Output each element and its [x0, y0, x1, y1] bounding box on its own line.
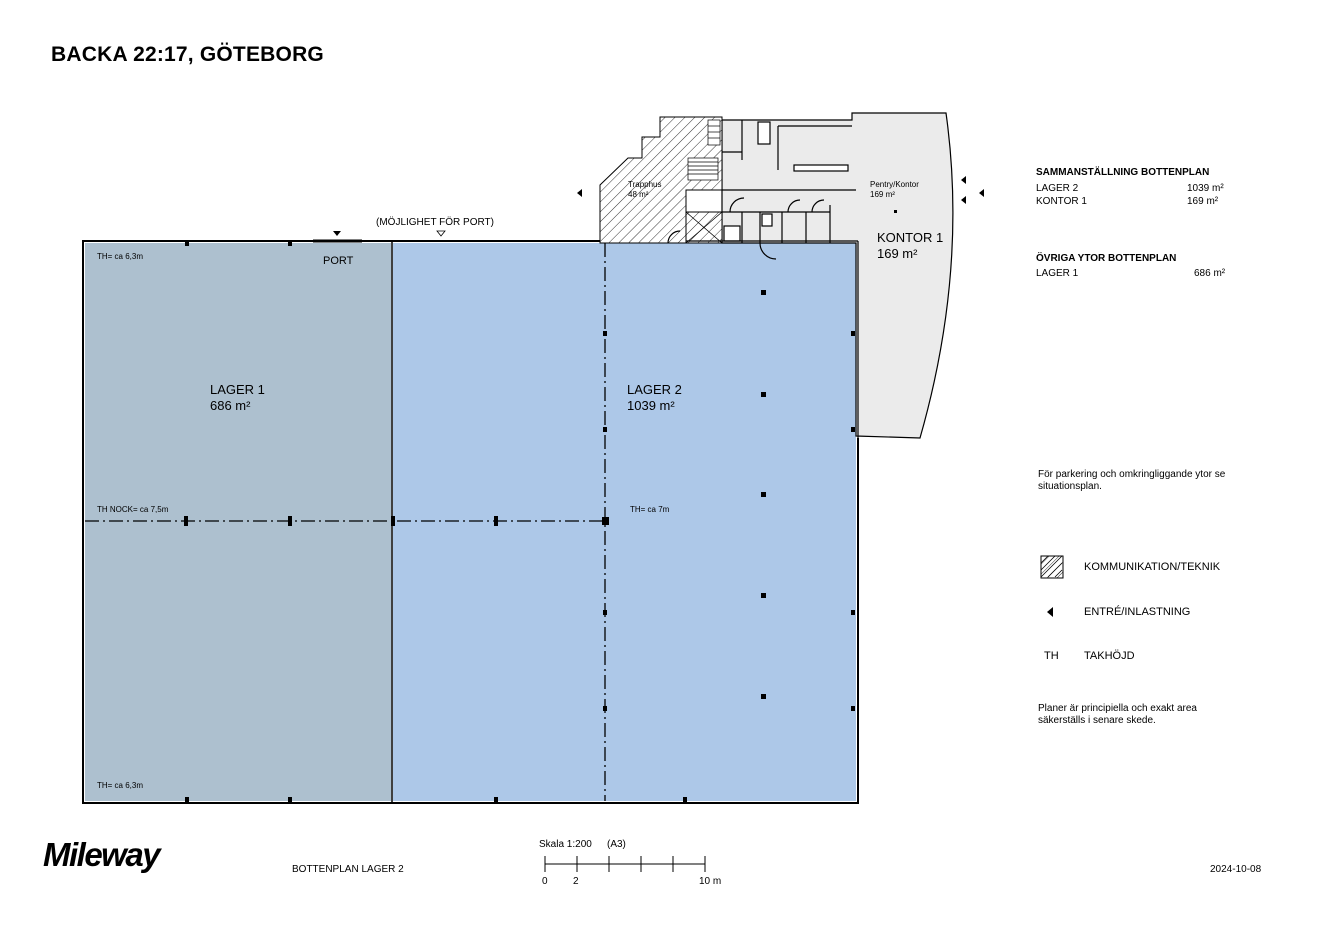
entrance-arrow-icon [577, 189, 582, 197]
entrance-arrow-icon [333, 231, 341, 236]
other-row-label: LAGER 1 [1036, 268, 1079, 279]
disclaimer: Planer är principiella och exakt area sä… [1038, 703, 1197, 726]
stair [687, 119, 721, 181]
plan-name: BOTTENPLAN LAGER 2 [292, 864, 404, 875]
summary-row-label: LAGER 2 [1036, 183, 1079, 194]
legend-label-takhojd: TAKHÖJD [1084, 650, 1135, 662]
columns [184, 210, 897, 802]
th-nock-label: TH NOCK= ca 7,5m [97, 505, 169, 514]
summary-row-value: 169 m² [1187, 196, 1219, 207]
trapphus-area-label: 48 m² [628, 190, 649, 199]
office-walls [667, 120, 856, 260]
scale-bar [544, 856, 706, 872]
entrance-arrow-icon [979, 189, 984, 197]
legend-symbol-th: TH [1044, 650, 1059, 662]
other-heading: ÖVRIGA YTOR BOTTENPLAN [1036, 253, 1177, 264]
parking-note: För parkering och omkringliggande ytor s… [1038, 469, 1226, 492]
lager2-area [393, 243, 856, 801]
paper-label: (A3) [607, 839, 626, 850]
page-title: BACKA 22:17, GÖTEBORG [51, 43, 324, 66]
other-row-value: 686 m² [1194, 268, 1226, 279]
lager1-area-label: 686 m² [210, 398, 251, 413]
trapphus-name: Trapphus [628, 180, 662, 189]
hatch-swatch-icon [1040, 555, 1064, 579]
kontor1-area-label: 169 m² [877, 246, 918, 261]
th-bottom-label: TH= ca 6,3m [97, 781, 143, 790]
kontor-area [721, 112, 954, 439]
th-mid-label: TH= ca 7m [630, 505, 670, 514]
trapphus-area [599, 116, 723, 244]
lager2-name: LAGER 2 [627, 382, 682, 397]
entrance-arrow-icon [1047, 607, 1053, 617]
scale-label: Skala 1:200 [539, 839, 592, 850]
legend-label-kommunikation: KOMMUNIKATION/TEKNIK [1084, 561, 1221, 573]
entrance-arrow-icon [961, 176, 966, 184]
scale-tick-2: 2 [573, 876, 579, 887]
date-label: 2024-10-08 [1210, 864, 1262, 875]
scale-tick-0: 0 [542, 876, 548, 887]
kontor1-name: KONTOR 1 [877, 230, 943, 245]
pentry-area-label: 169 m² [870, 190, 895, 199]
mileway-logo: Mileway [43, 836, 161, 873]
port-label: PORT [323, 255, 354, 267]
lager1-name: LAGER 1 [210, 382, 265, 397]
summary-heading: SAMMANSTÄLLNING BOTTENPLAN [1036, 167, 1210, 178]
lager1-area [85, 243, 391, 801]
possible-port-label: (MÖJLIGHET FÖR PORT) [376, 216, 494, 228]
th-top-label: TH= ca 6,3m [97, 252, 143, 261]
summary-row-label: KONTOR 1 [1036, 196, 1087, 207]
pentry-name: Pentry/Kontor [870, 180, 919, 189]
entrance-arrow-icon [961, 196, 966, 204]
scale-tick-10: 10 m [699, 876, 722, 887]
legend-label-entre: ENTRÉ/INLASTNING [1084, 606, 1191, 618]
lager2-area-label: 1039 m² [627, 398, 675, 413]
entrance-arrow-icon [436, 230, 446, 237]
summary-row-value: 1039 m² [1187, 183, 1224, 194]
